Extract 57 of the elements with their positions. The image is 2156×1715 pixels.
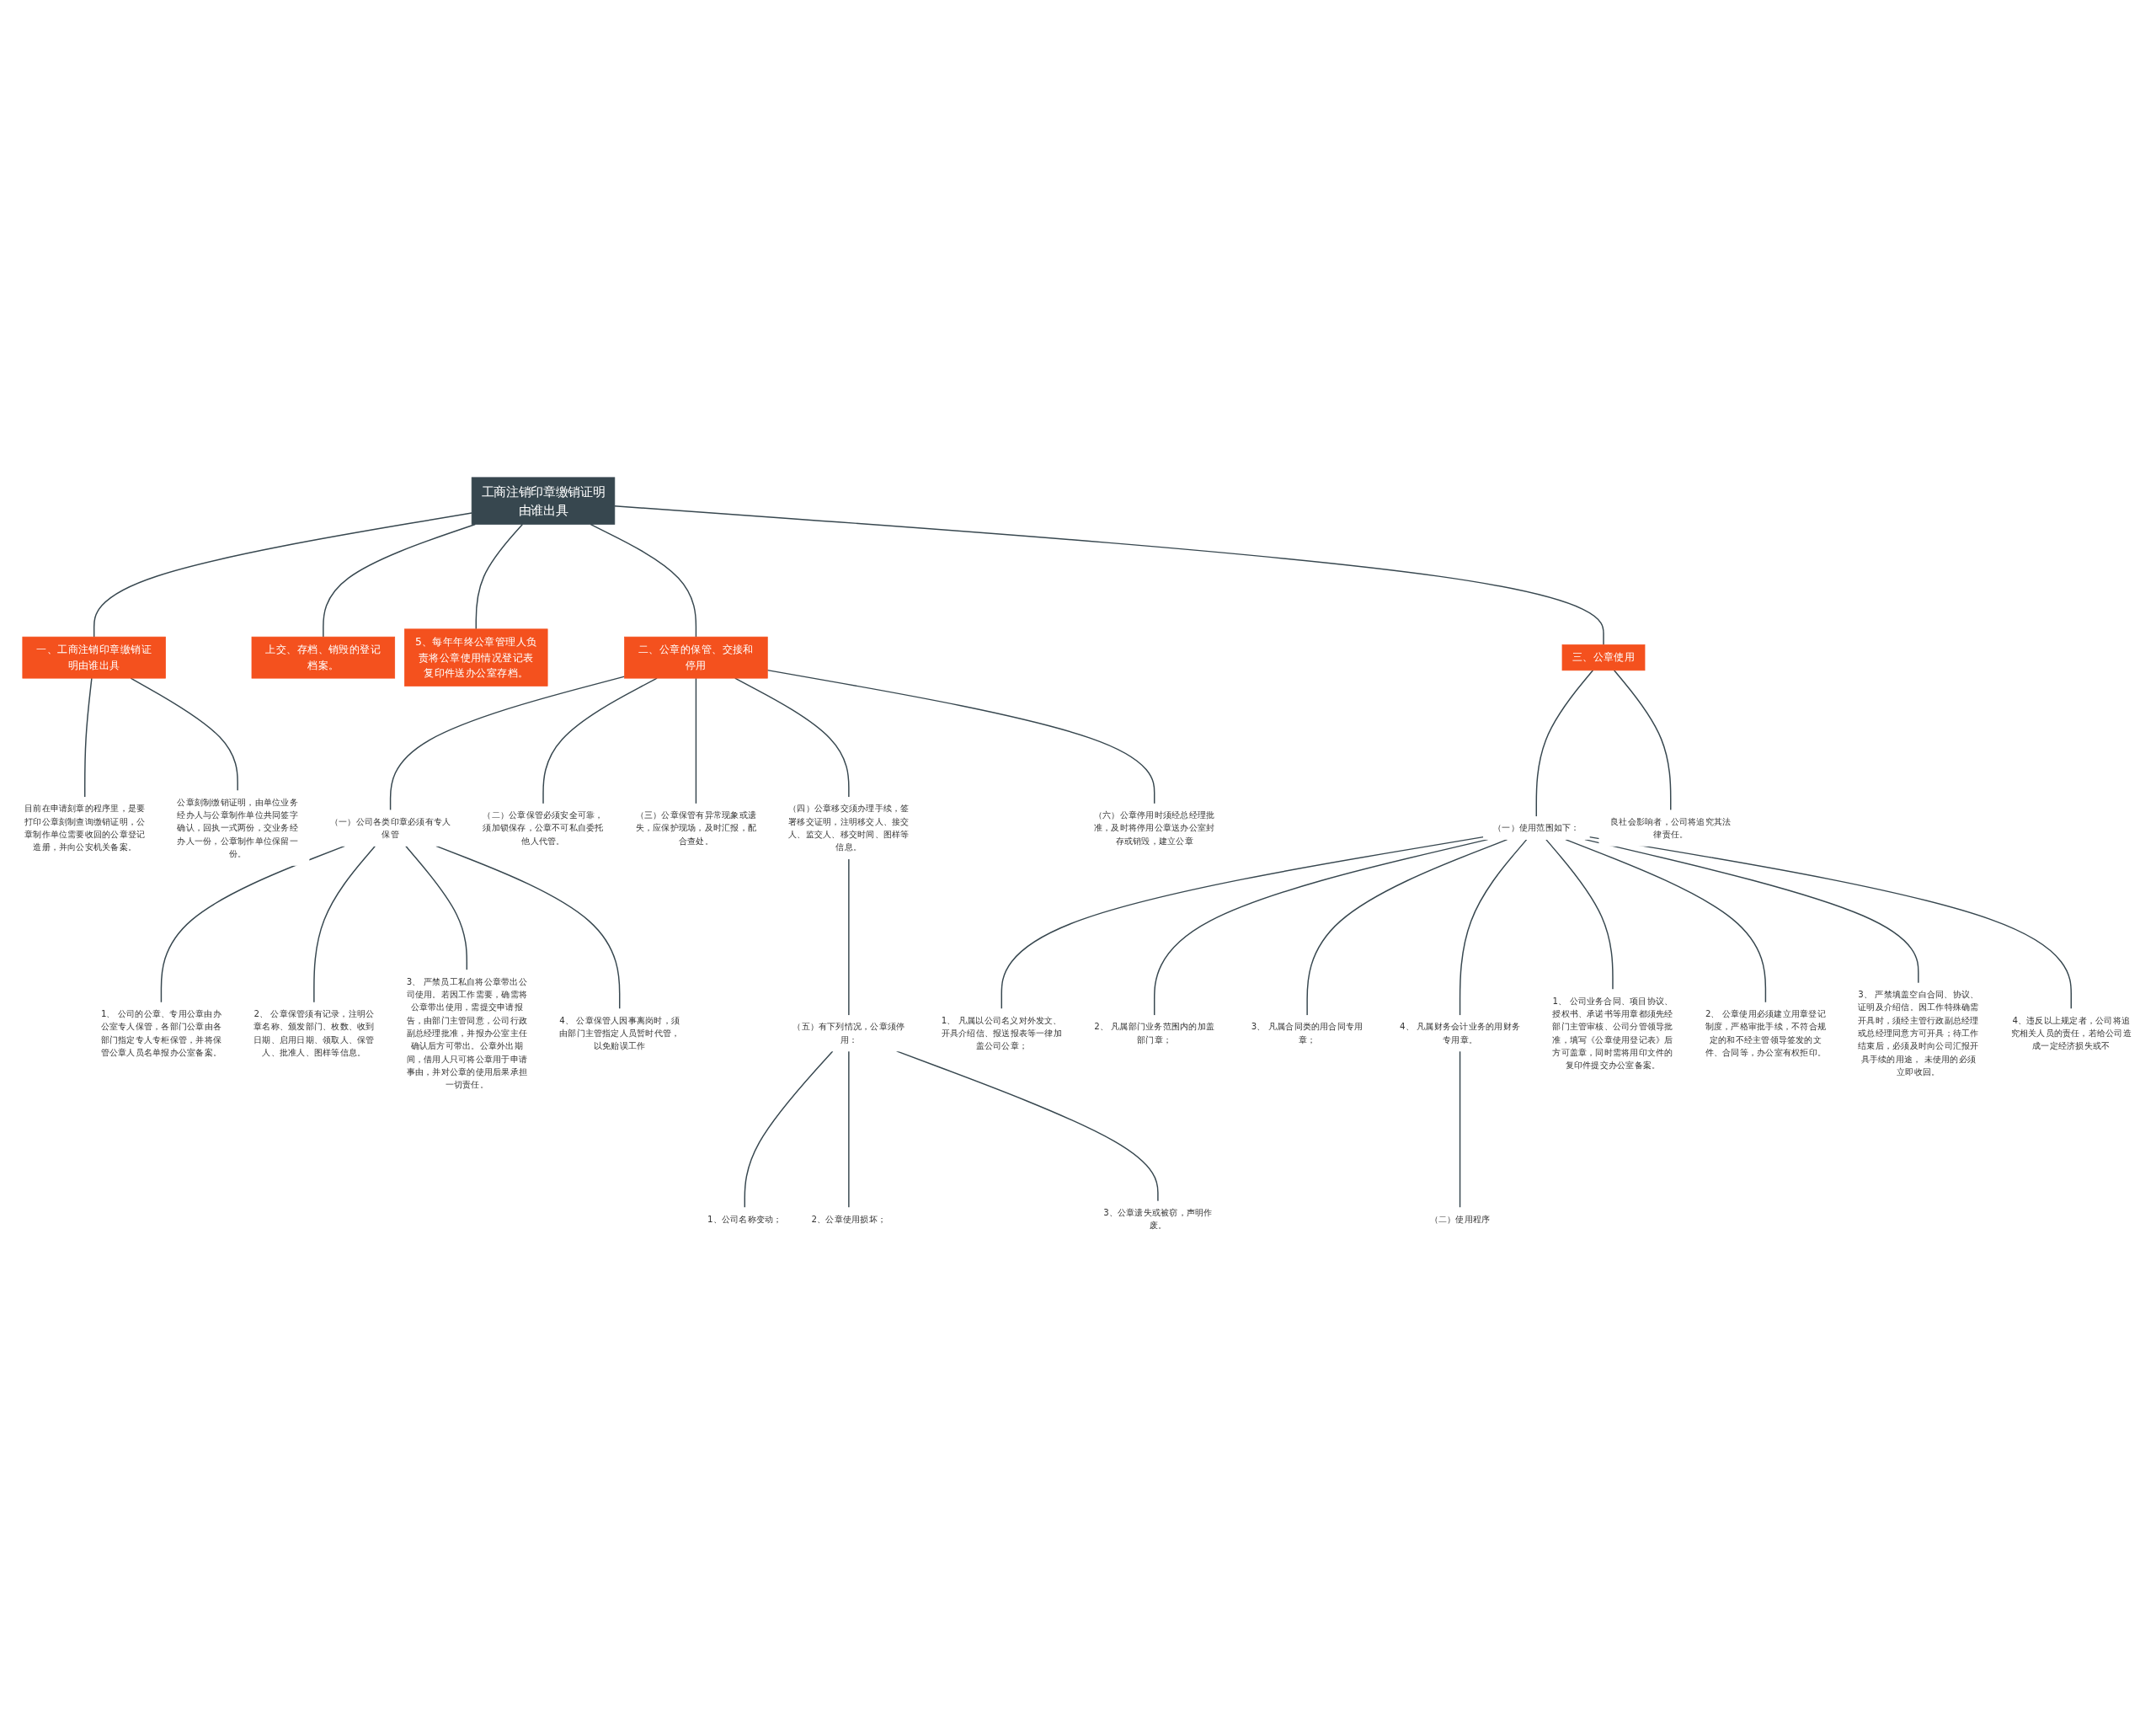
node-text: 3、 严禁填盖空白合同、协议、证明及介绍信。因工作特殊确需开具时，须经主管行政副总经理或总经理同意方可开具；待工作结束后，必须及时向公司汇报开具手续的用途， 未使用的必须立即收回。 [1858, 989, 1979, 1077]
connector [590, 524, 697, 638]
connector [1565, 839, 1767, 1004]
node-text: 4、 公章保管人因事离岗时，须由部门主管指定人员暂时代管，以免贻误工作 [559, 1015, 680, 1051]
node-text: 2、 公章使用必须建立用章登记制度，严格审批手续，不符合规定的和不经主管领导签发的文件、合同等，办公室有权拒印。 [1705, 1008, 1827, 1058]
node-text: （一）使用范围如下： [1493, 823, 1580, 833]
node-text: 3、公章遗失或被窃，声明作废。 [1103, 1207, 1213, 1231]
connector [542, 677, 658, 805]
node-text: 3、 严禁员工私自将公章带出公司使用。若因工作需要，确需将公章带出使用，需提交申请报告，由部门主管同意，公司行政副总经理批准，并报办公室主任确认后方可带出。公章外出期间，借用人只可将公章用于申请事由，并对公章的使用后果承担一切责任。 [406, 976, 527, 1090]
node-text: （一）公司各类印章必须有专人保管 [329, 816, 451, 840]
node-box: 5、每年年终公章管理人负责将公章使用情况登记表复印件送办公室存档。 [404, 628, 548, 687]
node-text: （二）公章保管必须安全可靠，须加锁保存，公章不可私自委托他人代管。 [483, 809, 604, 847]
connector [695, 677, 697, 805]
connector [1459, 839, 1528, 1017]
node-text: 1、公司名称变动； [707, 1214, 782, 1225]
connector [1535, 670, 1594, 818]
connector [475, 524, 524, 630]
connector [1306, 839, 1508, 1017]
node-text: 1、 公司的公章、专用公章由办公室专人保管，各部门公章由各部门指定专人专柜保管，并将保管公章人员名单报办公室备案。 [100, 1008, 222, 1058]
connector [404, 845, 467, 971]
connector [1613, 670, 1672, 811]
connector [93, 512, 472, 638]
node-box: 工商注销印章缴销证明由谁出具 [471, 477, 616, 526]
node-text: 4、 凡属财务会计业务的用财务专用章。 [1400, 1022, 1521, 1045]
node-box: 二、公章的保管、交接和停用 [624, 637, 768, 679]
node-text: （二）使用程序 [1429, 1214, 1491, 1225]
node-text: 公章刻制缴销证明，由单位业务经办人与公章制作单位共同签字确认，回执一式两份，交业务经办人一份，公章制作单位保留一份。 [177, 797, 298, 859]
connector [744, 1050, 834, 1209]
node-text: 目前在申请刻章的程序里，是要打印公章刻制查询缴销证明，公章制作单位需要收回的公章登记造册，并向公安机关备案。 [24, 804, 146, 852]
connector [389, 676, 626, 811]
node-text: 1、 凡属以公司名义对外发文、开具介绍信、报送报表等一律加盖公司公章； [941, 1015, 1062, 1051]
connector [848, 1050, 850, 1209]
connector [1545, 839, 1614, 991]
node-text: 4、违反以上规定者，公司将追究相关人员的责任，若给公司造成一定经济损失或不 [2010, 1015, 2132, 1051]
connector [614, 505, 1604, 646]
connector [84, 677, 93, 799]
node-text: 1、 公司业务合同、项目协议、授权书、承诺书等用章都须先经部门主管审核、公司分管领导批准，填写《公章使用登记表》后方可盖章，同时需将用印文件的复印件提交办公室备案。 [1552, 996, 1673, 1071]
connector [1001, 836, 1485, 1010]
node-text: 2、 凡属部门业务范围内的加盖部门章； [1094, 1022, 1215, 1045]
node-text: 2、 公章保管须有记录，注明公章名称、颁发部门、枚数、收到日期、启用日期、领取人、保管人、批准人、图样等信息。 [253, 1008, 375, 1058]
connector [1588, 836, 2072, 1010]
connector [313, 845, 376, 1004]
node-text: （四）公章移交须办理手续，签署移交证明，注明移交人、接交人、监交人、移交时间、图样等信息。 [788, 804, 910, 852]
connector [766, 670, 1155, 805]
node-box: 上交、存档、销毁的登记档案。 [251, 637, 396, 679]
node-text: （三）公章保管有异常现象或遗失，应保护现场，及时汇报，配合查处。 [635, 809, 757, 847]
connector [734, 677, 850, 799]
node-text: （五）有下列情况，公章须停用： [792, 1022, 905, 1045]
node-text: （六）公章停用时须经总经理批准，及时将停用公章送办公室封存或销毁，建立公章 [1094, 809, 1215, 847]
connector [435, 845, 621, 1010]
node-text: 2、公章使用损坏； [811, 1214, 887, 1225]
node-box: 一、工商注销印章缴销证明由谁出具 [22, 637, 166, 679]
connector [848, 858, 850, 1017]
connector [1459, 1050, 1461, 1209]
connector [130, 677, 238, 792]
node-box: 三、公章使用 [1561, 644, 1646, 671]
node-text: 3、 凡属合同类的用合同专用章； [1251, 1022, 1364, 1045]
